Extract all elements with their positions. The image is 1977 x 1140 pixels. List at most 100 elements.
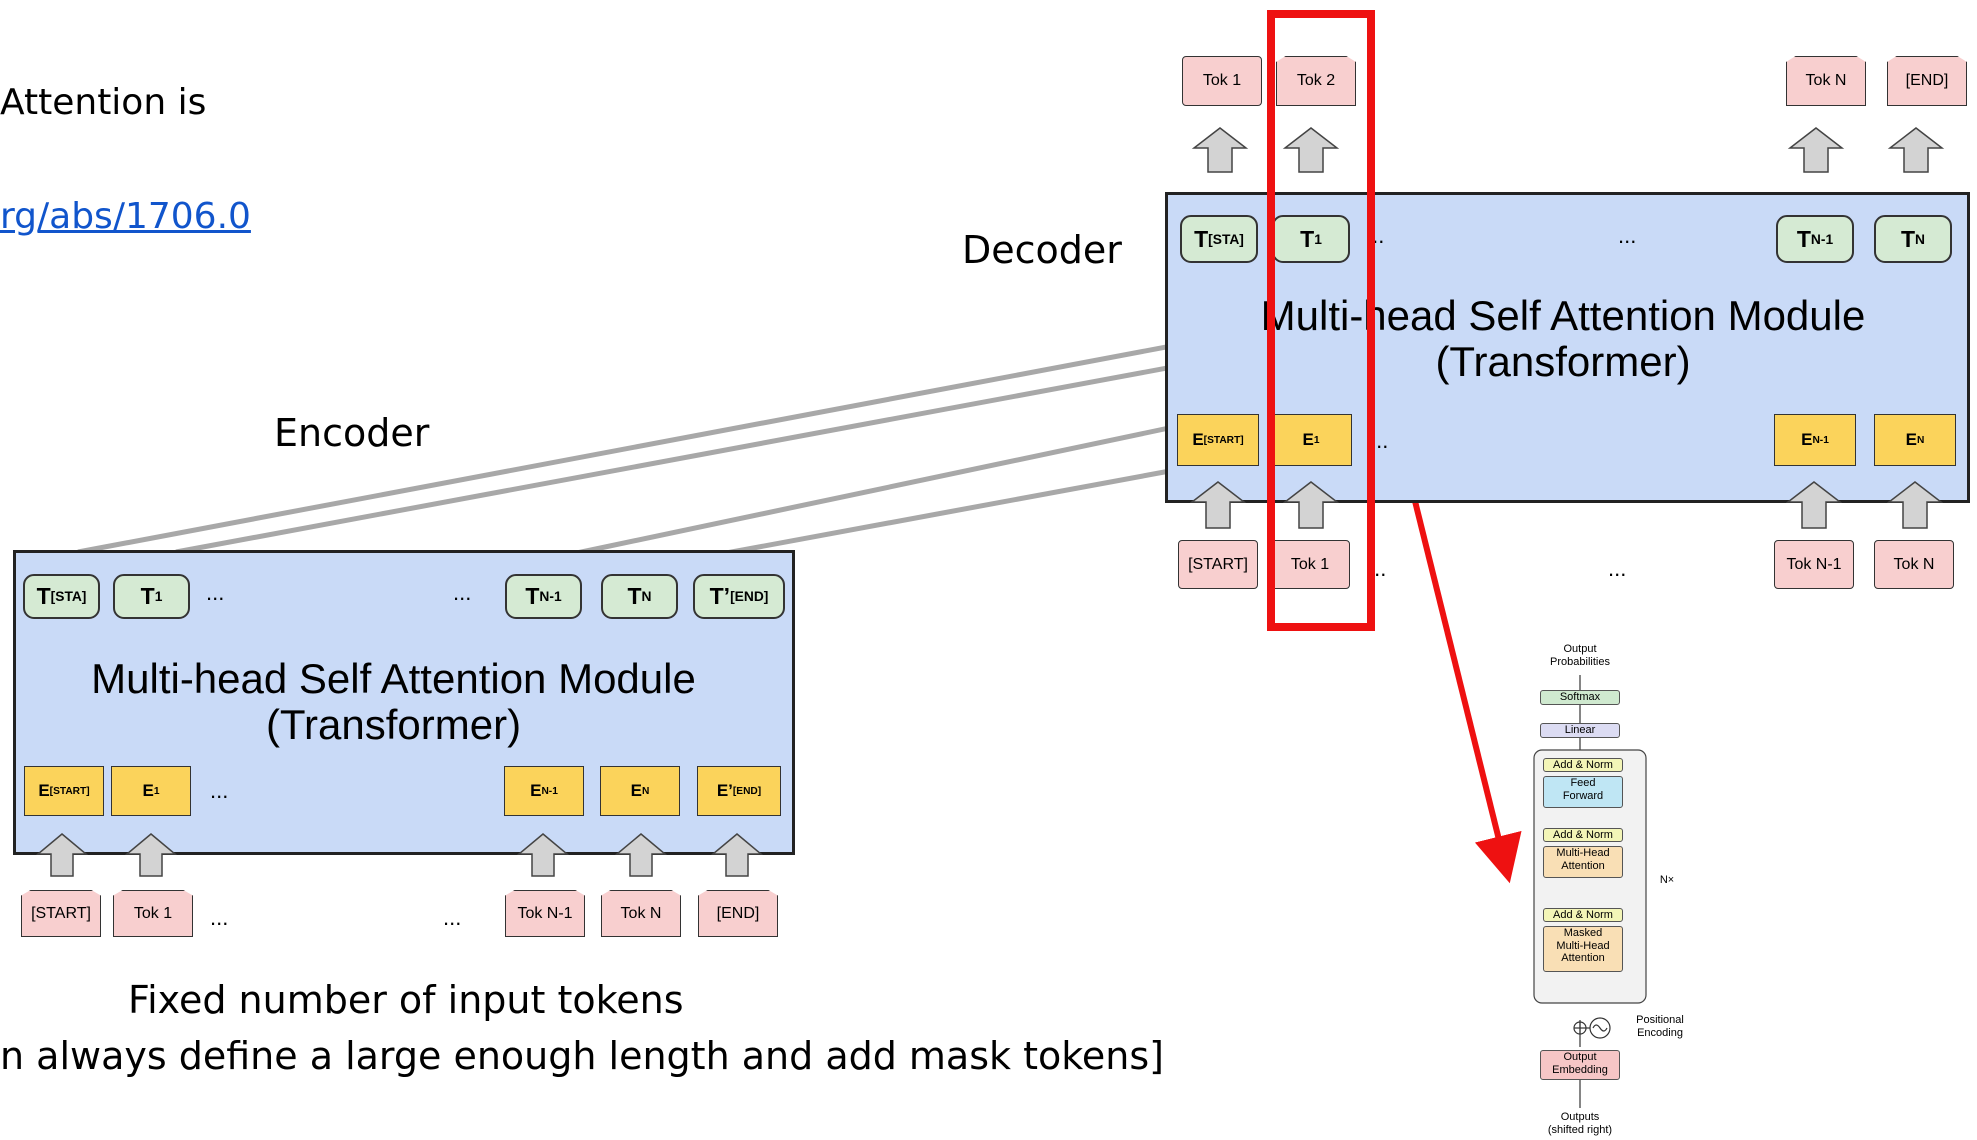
label-sub: 1 [154,589,163,604]
caption-line-2: n always define a large enough length an… [0,1034,1164,1078]
encoder-output-tstart: T[STA] [23,574,100,619]
decoder-top-token-end: [END] [1887,56,1967,106]
label-main: E [1192,430,1204,449]
decoder-input-tokn-1: Tok N-1 [1774,540,1854,589]
label-sub: [START] [1203,434,1244,446]
label-sub: N [1916,434,1925,446]
encoder-input-arrows [35,833,764,877]
up-arrow-icon [1785,481,1843,529]
label-main: T [140,583,155,609]
encoder-label: Encoder [274,411,430,455]
decoder-title: Multi-head Self Attention Module (Transf… [1203,292,1923,386]
label-main: E [1905,430,1917,449]
mini-positional-encoding: Positional Encoding [1636,1014,1684,1039]
mini-masked-mha: Masked Multi-Head Attention [1543,926,1623,972]
label-main: E [630,781,642,800]
up-arrow-icon [35,833,89,877]
decoder-title-line1: Multi-head Self Attention Module [1260,292,1866,339]
encoder-title: Multi-head Self Attention Module (Transf… [16,655,771,749]
up-arrow-icon [1191,127,1249,173]
label-sub: N-1 [539,589,562,604]
encoder-output-tend: T’[END] [693,574,785,619]
connection-line-2 [175,329,1323,555]
up-arrow-icon [614,833,668,877]
label-sub: N [641,589,652,604]
encoder-embedding-estart: E[START] [24,766,104,816]
label-main: T [627,583,642,609]
label-main: E [142,781,154,800]
decoder-top-token-2: Tok 2 [1276,56,1356,106]
label-sub: [END] [730,589,769,604]
mini-multi-head-attention: Multi-Head Attention [1543,846,1623,878]
paper-link[interactable]: rg/abs/1706.0 [0,196,251,237]
encoder-embedding-eend: E’[END] [697,766,781,816]
label-main: E [530,781,542,800]
label-main: T [1300,225,1315,252]
mini-add-norm-3: Add & Norm [1543,758,1623,772]
label-sub: 1 [1313,434,1320,446]
decoder-output-arrows [1191,127,1945,173]
label-main: T [1194,225,1209,252]
up-arrow-icon [1189,481,1247,529]
encoder-input-start: [START] [21,890,101,937]
up-arrow-icon [516,833,570,877]
label-sub: [END] [732,785,762,797]
decoder-input-tok1: Tok 1 [1270,540,1350,589]
label-main: E [1801,430,1813,449]
label-main: T [525,583,540,609]
decoder-title-line2: (Transformer) [1435,338,1691,386]
encoder-input-ellipsis-right: ... [443,905,462,930]
caption-line-1: Fixed number of input tokens [128,978,684,1022]
up-arrow-icon [1282,481,1340,529]
encoder-input-ellipsis-left: ... [210,905,229,930]
intro-text: Attention is [0,82,207,123]
decoder-embedding-estart: E[START] [1177,414,1259,466]
decoder-top-token-n: Tok N [1786,56,1866,106]
label-main: T [1900,225,1916,252]
label-main: E’ [716,781,733,800]
label-main: T [1796,225,1811,252]
mini-linear: Linear [1540,723,1620,738]
decoder-output-ellipsis-right: ... [1618,223,1637,248]
mini-add-norm-2: Add & Norm [1543,828,1623,842]
mini-outputs-shifted: Outputs (shifted right) [1547,1111,1613,1136]
mini-output-probabilities: Output Probabilities [1550,643,1610,668]
label-main: E [38,781,50,800]
encoder-input-tokn: Tok N [601,890,681,937]
encoder-output-ellipsis-right: ... [453,580,472,605]
label-sub: 1 [1314,231,1322,247]
encoder-title-line2: (Transformer) [265,701,522,749]
encoder-title-line1: Multi-head Self Attention Module [91,655,696,702]
up-arrow-icon [1787,127,1845,173]
up-arrow-icon [710,833,764,877]
encoder-input-tokn-1: Tok N-1 [505,890,585,937]
label-sub: [START] [49,785,90,797]
connection-line-1 [77,327,1219,555]
label-main: T’ [709,583,731,609]
mini-nx: N× [1659,874,1675,886]
decoder-label: Decoder [962,228,1122,272]
label-main: T [36,583,51,609]
encoder-input-tok1: Tok 1 [113,890,193,937]
encoder-embedding-ellipsis: ... [210,778,229,803]
highlight-rectangle [1267,10,1375,631]
decoder-output-tstart: T[STA] [1180,215,1258,263]
label-sub: N-1 [1810,231,1834,247]
decoder-input-tokn: Tok N [1874,540,1954,589]
up-arrow-icon [1887,127,1945,173]
mini-output-embedding: Output Embedding [1540,1050,1620,1080]
up-arrow-icon [124,833,178,877]
label-sub: [STA] [1208,231,1244,247]
mini-feed-forward: Feed Forward [1543,776,1623,808]
label-sub: N [1915,231,1926,247]
decoder-input-arrows [1189,481,1944,529]
